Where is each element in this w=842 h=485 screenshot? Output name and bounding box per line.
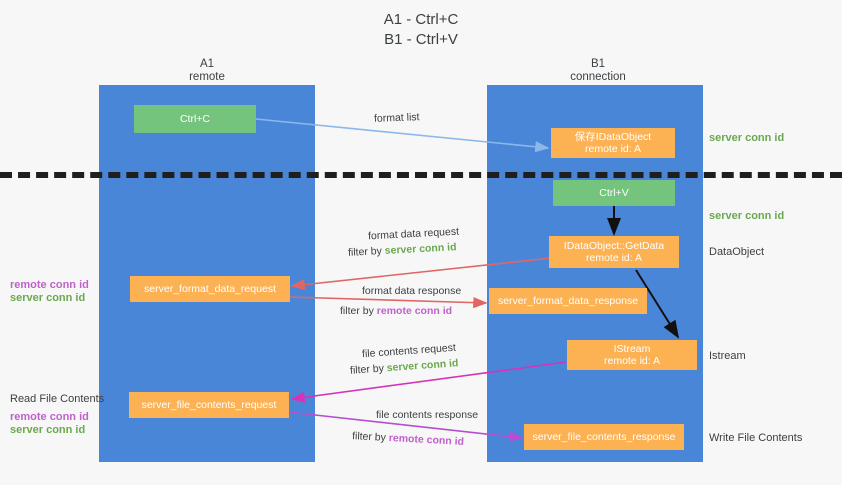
node-server-format-data-response-label: server_format_data_response — [497, 295, 639, 307]
filter-prefix-3: filter by — [349, 362, 388, 377]
node-ctrl-c-label: Ctrl+C — [179, 113, 211, 125]
node-server-file-contents-request[interactable]: server_file_contents_request — [129, 392, 289, 418]
node-getdata-line1: IDataObject::GetData — [563, 240, 665, 252]
node-server-format-data-response[interactable]: server_format_data_response — [489, 288, 647, 314]
right-label-write-file-contents: Write File Contents — [709, 432, 803, 444]
node-istream[interactable]: IStream remote id: A — [567, 340, 697, 370]
node-getdata-line2: remote id: A — [585, 252, 643, 264]
edge-filter-format-data-request: filter by server conn id — [348, 241, 457, 260]
left-label-server-conn-id-3: server conn id — [10, 292, 86, 304]
edge-label-file-contents-response: file contents response — [376, 409, 479, 421]
node-server-file-contents-request-label: server_file_contents_request — [141, 399, 277, 411]
node-server-file-contents-response-label: server_file_contents_response — [532, 431, 676, 443]
right-label-server-conn-id-2: server conn id — [709, 210, 785, 222]
node-idataobject-create-line1: 保存IDataObject — [574, 131, 652, 143]
left-label-remote-conn-id-1: remote conn id — [10, 279, 89, 291]
edge-label-format-data-response: format data response — [362, 285, 462, 297]
filter-prefix-2: filter by — [340, 305, 377, 317]
column-header-b1: B1 connection — [518, 58, 678, 84]
node-ctrl-v[interactable]: Ctrl+V — [553, 180, 675, 206]
node-idataobject-create-line2: remote id: A — [584, 143, 642, 155]
title-line-2: B1 - Ctrl+V — [384, 31, 458, 48]
node-server-file-contents-response[interactable]: server_file_contents_response — [524, 424, 684, 450]
column-header-a1: A1 remote — [127, 58, 287, 84]
filter-prefix-4: filter by — [351, 430, 390, 444]
left-label-read-file-contents: Read File Contents — [10, 393, 105, 405]
node-idataobject-create[interactable]: 保存IDataObject remote id: A — [551, 128, 675, 158]
right-label-istream: Istream — [709, 350, 746, 362]
filter-value-2: remote conn id — [376, 305, 453, 317]
edge-label-format-list: format list — [373, 111, 420, 125]
column-b1-sub: connection — [570, 71, 626, 83]
node-server-format-data-request-label: server_format_data_request — [144, 283, 276, 295]
filter-value-3: server conn id — [386, 357, 459, 375]
node-istream-line1: IStream — [613, 343, 651, 355]
left-label-remote-conn-id-2: remote conn id — [10, 411, 89, 423]
node-ctrl-c[interactable]: Ctrl+C — [134, 105, 256, 133]
node-ctrl-v-label: Ctrl+V — [599, 187, 629, 199]
edge-filter-file-contents-response: filter by remote conn id — [352, 430, 465, 449]
filter-value-1: server conn id — [384, 241, 457, 257]
phase-divider — [0, 172, 842, 178]
right-label-server-conn-id-1: server conn id — [709, 132, 785, 144]
column-a1-sub: remote — [189, 71, 225, 83]
filter-prefix-1: filter by — [347, 244, 386, 259]
node-istream-line2: remote id: A — [603, 355, 661, 367]
column-b1-name: B1 — [590, 58, 606, 70]
column-a1-name: A1 — [199, 58, 215, 70]
node-getdata[interactable]: IDataObject::GetData remote id: A — [549, 236, 679, 268]
right-label-dataobject: DataObject — [709, 246, 765, 258]
filter-value-4: remote conn id — [388, 432, 465, 448]
node-server-format-data-request[interactable]: server_format_data_request — [130, 276, 290, 302]
page-title: A1 - Ctrl+C B1 - Ctrl+V — [0, 10, 842, 50]
edge-filter-format-data-response: filter by remote conn id — [340, 305, 452, 318]
left-label-server-conn-id-4: server conn id — [10, 424, 86, 436]
title-line-1: A1 - Ctrl+C — [383, 11, 459, 28]
